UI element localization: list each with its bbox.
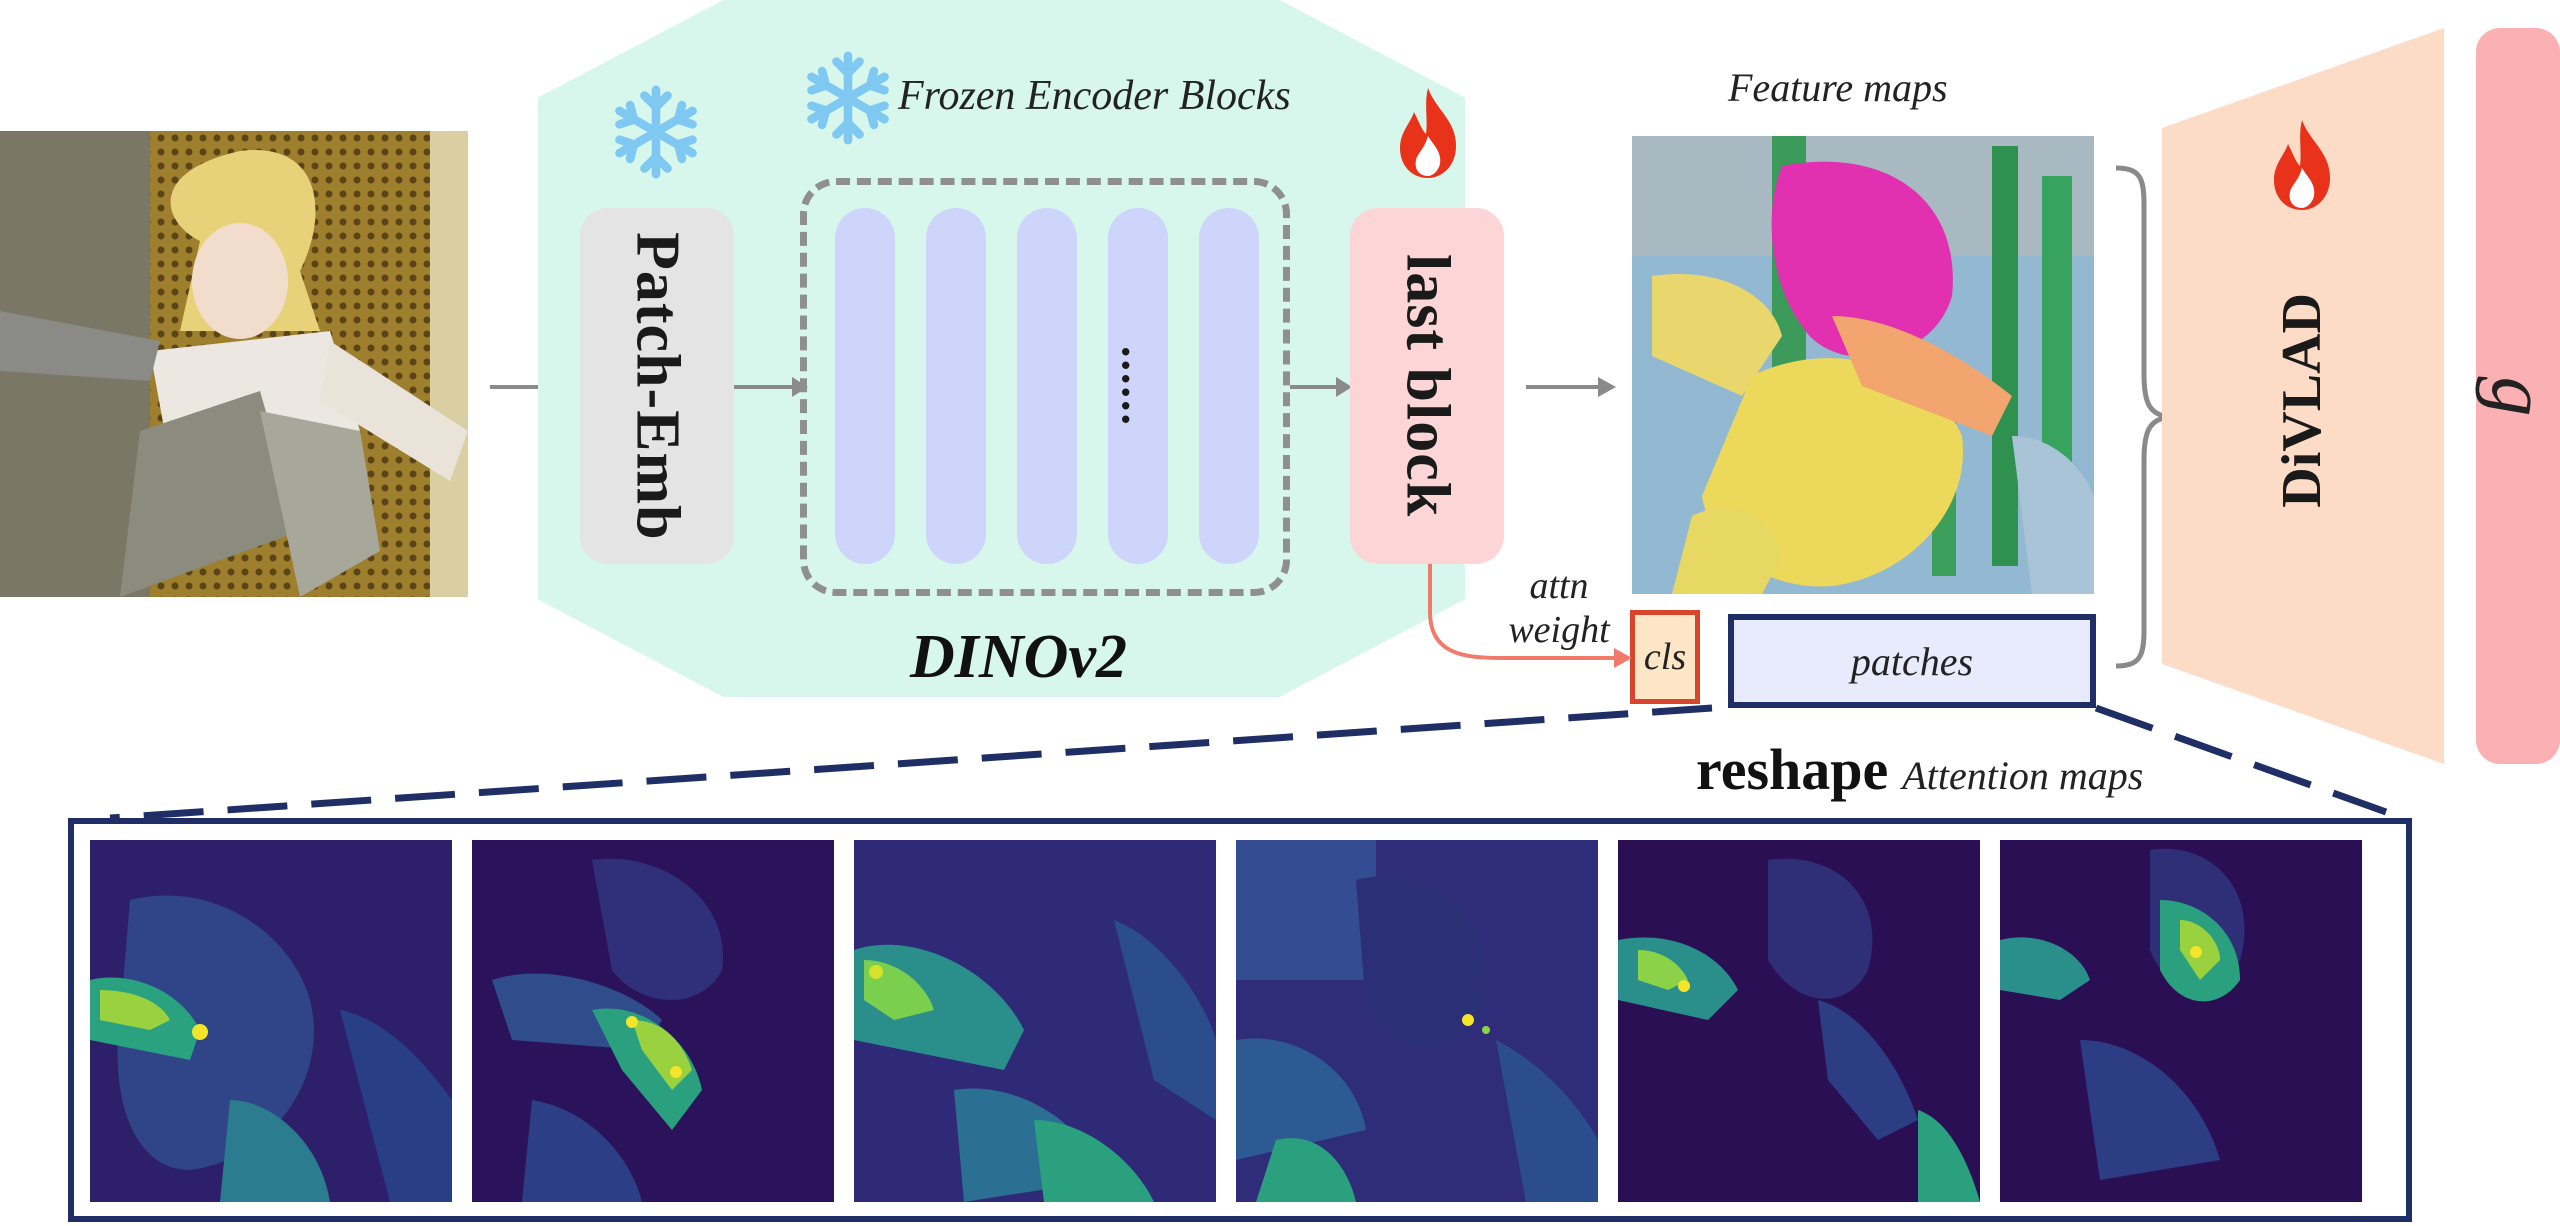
divlad-module — [2162, 28, 2444, 764]
reshape-label: reshape Attention maps — [1696, 736, 2143, 803]
dinov2-label: DINOv2 — [910, 623, 1127, 691]
frozen-encoder-blocks-group — [800, 178, 1290, 596]
arrow-frozen-to-last-block — [1290, 377, 1352, 397]
feature-maps-label: Feature maps — [1728, 65, 1948, 110]
attention-map-4 — [1236, 840, 1598, 1202]
encoder-block-5 — [1199, 208, 1259, 564]
patch-emb-label: Patch-Emb — [623, 231, 692, 541]
patch-emb-block: Patch-Emb — [580, 208, 734, 564]
last-block-label: last block — [1393, 254, 1462, 518]
output-descriptor-bar: g — [2475, 28, 2560, 764]
attention-map-3 — [854, 840, 1216, 1202]
fire-icon-last-block — [1400, 88, 1456, 178]
snowflake-icon-frozen-blocks — [807, 51, 889, 145]
attention-map-6 — [2000, 840, 2362, 1202]
patches-label: patches — [1850, 638, 1974, 684]
feature-map-illustration — [1632, 136, 2094, 594]
attention-map-5 — [1618, 840, 1980, 1202]
arrow-last-block-to-feature-maps — [1526, 377, 1616, 397]
attention-map-2 — [472, 840, 834, 1202]
last-block: last block — [1350, 208, 1504, 564]
encoder-block-4 — [1108, 208, 1168, 564]
input-image — [0, 131, 468, 597]
attn-weight-arrow — [1428, 564, 1632, 668]
encoder-blocks-ellipsis: ...... — [1112, 345, 1164, 427]
feature-map-image — [1632, 136, 2094, 594]
patches-box: patches — [1728, 614, 2096, 708]
encoder-block-3 — [1017, 208, 1077, 564]
attention-map-1 — [90, 840, 452, 1202]
attention-maps-label: Attention maps — [1902, 753, 2144, 798]
cls-token-box: cls — [1630, 610, 1700, 704]
encoder-block-1 — [835, 208, 895, 564]
input-image-illustration — [0, 131, 468, 597]
reshape-text: reshape — [1696, 737, 1889, 802]
attn-weight-label: attn weight — [1508, 565, 1610, 651]
snowflake-icon — [615, 85, 697, 179]
cls-label: cls — [1643, 636, 1687, 678]
frozen-encoder-blocks-label: Frozen Encoder Blocks — [898, 73, 1291, 119]
fire-icon-divlad — [2274, 120, 2330, 210]
encoder-block-2 — [926, 208, 986, 564]
